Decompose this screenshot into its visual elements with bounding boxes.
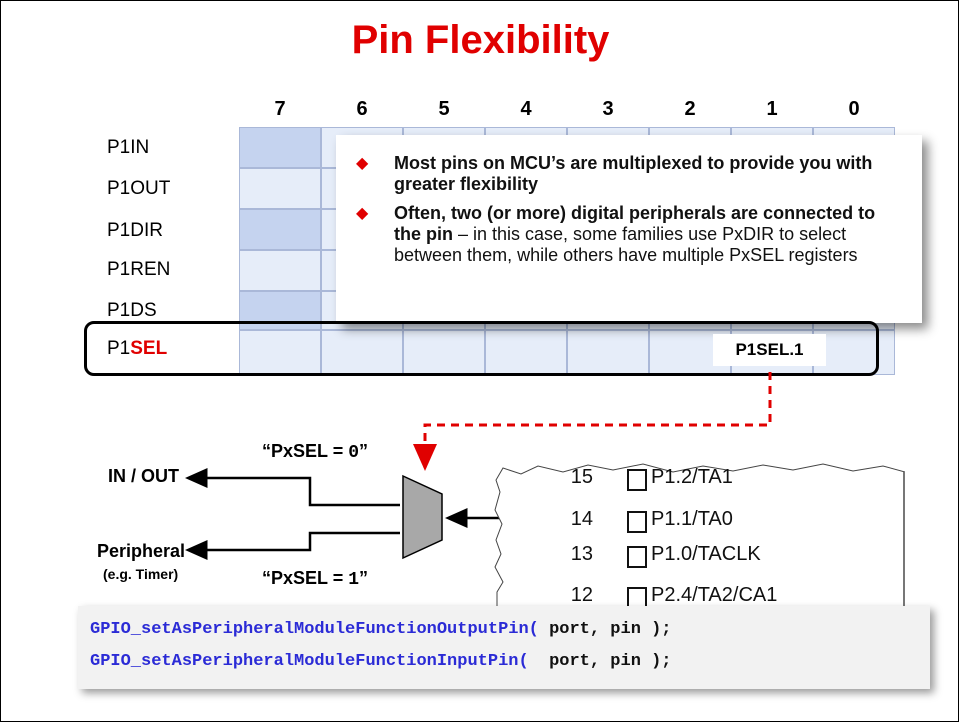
code-line-output: GPIO_setAsPeripheralModuleFunctionOutput… [90, 620, 672, 639]
bullet-2-bold: Often, two (or more) digital peripherals… [394, 203, 876, 244]
bullet-1: ◆ Most pins on MCU’s are multiplexed to … [356, 153, 906, 195]
register-cell [239, 127, 321, 168]
mux-shape [402, 474, 443, 560]
register-label-p1sel: P1SEL [107, 338, 168, 359]
slide-title: Pin Flexibility [351, 18, 610, 62]
register-cell [567, 330, 649, 375]
code-snippet: GPIO_setAsPeripheralModuleFunctionOutput… [78, 606, 930, 689]
peripheral-wire [185, 531, 400, 560]
in-out-wire [185, 468, 400, 507]
register-cell [239, 168, 321, 209]
bullet-1-bold: Most pins on MCU’s are multiplexed to pr… [394, 153, 873, 194]
pinout-torn-edge [494, 463, 905, 612]
bit-label-3: 3 [602, 98, 614, 120]
bit-label-6: 6 [356, 98, 368, 120]
bit-label-1: 1 [766, 98, 778, 120]
code-line-input: GPIO_setAsPeripheralModuleFunctionInputP… [90, 652, 672, 671]
bit-label-0: 0 [848, 98, 860, 120]
p1sel-highlight-box [84, 321, 879, 376]
register-label-p1ren: P1REN [107, 259, 171, 280]
pxsel-0-label: “PxSEL = 0” [262, 441, 369, 463]
register-cell [403, 330, 485, 375]
bit-label-2: 2 [684, 98, 696, 120]
bullet-2: ◆ Often, two (or more) digital periphera… [356, 203, 906, 266]
register-cell [239, 250, 321, 291]
bullet-2-normal: – in this case, some families use PxDIR … [394, 224, 858, 265]
p1sel1-bit-label: P1SEL.1 [713, 334, 826, 366]
peripheral-example-label: (e.g. Timer) [103, 566, 179, 582]
diamond-icon: ◆ [356, 155, 369, 172]
info-callout: ◆ Most pins on MCU’s are multiplexed to … [336, 135, 922, 323]
register-label-p1out: P1OUT [107, 178, 171, 199]
select-line [413, 372, 772, 471]
register-cell [239, 209, 321, 250]
register-label-p1in: P1IN [107, 137, 150, 158]
bit-label-7: 7 [274, 98, 286, 120]
register-label-p1dir: P1DIR [107, 220, 163, 241]
register-label-p1ds: P1DS [107, 300, 157, 321]
pxsel-1-label: “PxSEL = 1” [262, 568, 369, 590]
diamond-icon: ◆ [356, 205, 369, 222]
bit-label-4: 4 [520, 98, 532, 120]
register-cell [321, 330, 403, 375]
bit-label-5: 5 [438, 98, 450, 120]
peripheral-label: Peripheral [97, 541, 186, 561]
in-out-label: IN / OUT [108, 466, 179, 486]
